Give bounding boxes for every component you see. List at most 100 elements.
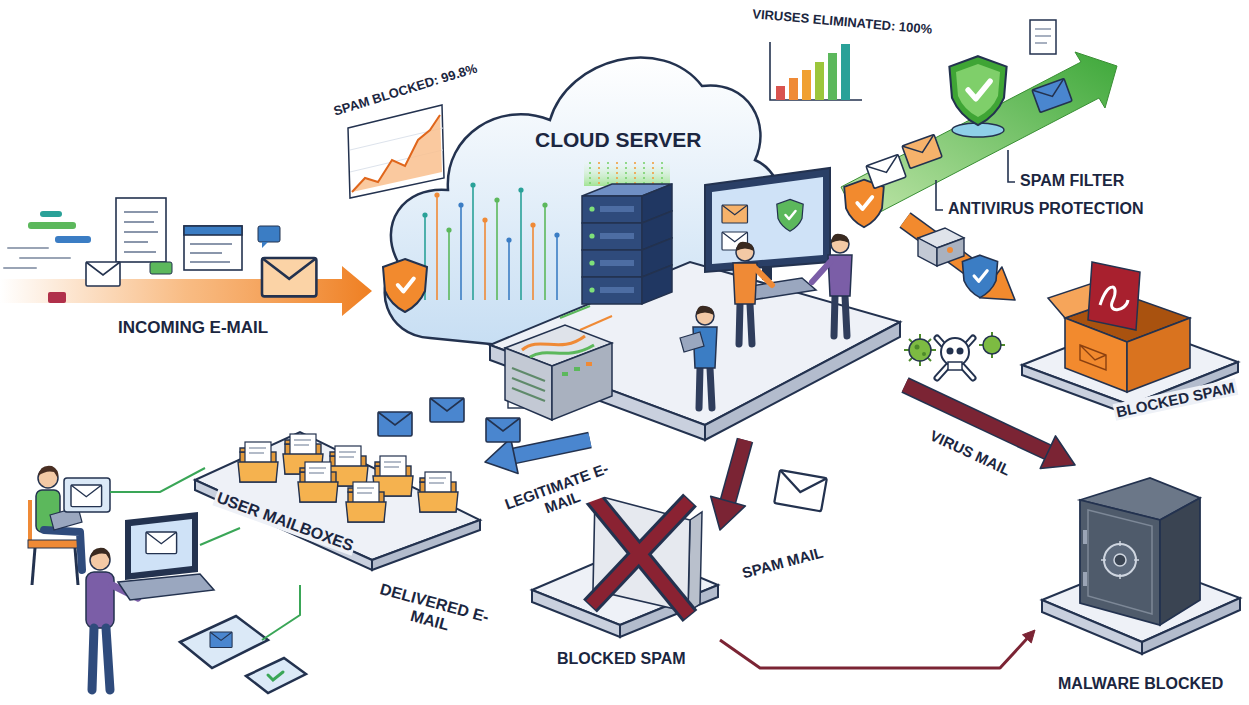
- cloud-server-art: [530, 222, 535, 227]
- malware-safe-art: [1083, 530, 1087, 544]
- filtered-mail: [866, 20, 1072, 189]
- edge-label: VIRUS MAIL: [925, 425, 1014, 479]
- callout-bracket: [1008, 150, 1015, 182]
- cloud-server-art: [828, 234, 852, 336]
- cloud-server-art: [520, 190, 522, 300]
- cloud-server-art: [693, 306, 717, 408]
- incoming-mail-items: [28, 222, 76, 229]
- orange-shield: [857, 197, 872, 209]
- flow-arrow: [905, 385, 1049, 453]
- virus-skull: [979, 332, 1005, 358]
- antivirus-device: [937, 238, 964, 266]
- user-mailboxes-art: [249, 447, 266, 448]
- flow-arrow: [728, 440, 745, 502]
- end-users: [38, 466, 58, 478]
- user-mailboxes-art: [249, 452, 264, 453]
- malware-safe: MALWARE BLOCKED: [1035, 465, 1245, 700]
- cloud-server-art: [642, 265, 672, 304]
- cloud-server-art: [600, 233, 634, 239]
- user-mailboxes-art: [346, 482, 386, 522]
- cloud-server-art: [496, 200, 498, 300]
- incoming-mail-items: [184, 226, 242, 235]
- virus-skull: [909, 339, 931, 361]
- cloud-server-art: [722, 205, 748, 223]
- callout-bracket: [936, 180, 943, 210]
- cloud-server-art: [582, 196, 642, 223]
- incoming-mail-items: [28, 198, 316, 303]
- user-mailboxes-art: [309, 472, 324, 473]
- cloud-server-art: [512, 388, 545, 401]
- user-mailboxes-art: [357, 492, 372, 493]
- cloud-server-art: [554, 232, 559, 237]
- blocked-spam-bin-art: [1080, 345, 1106, 370]
- cloud-server-art: [589, 206, 594, 211]
- user-mailboxes-art: [384, 461, 401, 462]
- end-users: [28, 540, 82, 548]
- blue-shield: [962, 255, 997, 297]
- blocked-spam-bin-art: [1127, 318, 1190, 392]
- user-mailboxes-art: [298, 482, 338, 502]
- user-mailboxes-art: [429, 482, 444, 483]
- cloud-server-art: [470, 182, 475, 187]
- cloud-server-art: [512, 368, 545, 401]
- cloud-server-art: [625, 162, 627, 184]
- cloud-server-art: [699, 368, 700, 408]
- end-users: [246, 658, 306, 693]
- cloud-server-art: [661, 162, 663, 184]
- cloud-server-art: [522, 336, 585, 350]
- virus-skull: [937, 338, 973, 378]
- virus-skull: [909, 339, 931, 361]
- malware-safe-art: [1119, 574, 1121, 579]
- cloud-server-art: [712, 177, 823, 264]
- virus-bar-chart: [841, 44, 850, 100]
- cloud-server-art: [812, 262, 830, 282]
- callout-label: ANTIVIRUS PROTECTION: [948, 200, 1144, 218]
- arrow-head: [1040, 436, 1075, 469]
- virus-skull: [909, 339, 931, 361]
- virus-skull: [948, 362, 962, 370]
- cloud-server-art: [482, 217, 487, 222]
- cloud-server-art: [508, 240, 510, 300]
- virus-skull: [937, 338, 973, 378]
- cloud-server-art: [398, 279, 414, 292]
- malware-safe-art: [1119, 541, 1121, 546]
- user-mailboxes: USER MAILBOXES: [190, 400, 485, 572]
- cloud-server-art: [544, 205, 546, 300]
- node-label: MALWARE BLOCKED: [1058, 675, 1223, 693]
- spam-envelope: [774, 470, 827, 511]
- cloud-server-art: [616, 162, 618, 184]
- cloud-server-art: [777, 199, 803, 231]
- malware-safe-art: [1104, 544, 1136, 576]
- cloud-server-art: [458, 202, 463, 207]
- malware-safe-art: [1101, 541, 1139, 579]
- blue-shield: [974, 271, 987, 281]
- cloud-server-art: [460, 205, 462, 300]
- legitimate-mail: [430, 398, 464, 422]
- virus-skull: [922, 352, 926, 356]
- end-users: [86, 572, 114, 628]
- incoming-mail-items: [48, 292, 66, 303]
- cloud-server-art: [582, 250, 642, 277]
- node-label: BLOCKED SPAM: [557, 650, 686, 668]
- user-mailboxes-art: [339, 451, 356, 452]
- cloud-server-art: [542, 202, 547, 207]
- filtered-mail: [1030, 20, 1056, 54]
- cloud-server-art: [705, 322, 900, 440]
- end-users: [71, 485, 102, 507]
- cloud-server-art: [589, 260, 594, 265]
- spam-filter-shield: [968, 81, 990, 99]
- filtered-mail: [1035, 29, 1051, 43]
- incoming-mail-items: [262, 242, 268, 248]
- malware-safe-art: [1083, 572, 1087, 586]
- cloud-server-art: [505, 348, 552, 420]
- chart-title: SPAM BLOCKED: 99.8%: [332, 61, 479, 119]
- user-mailboxes-art: [418, 492, 458, 512]
- cloud-server-art: [680, 332, 704, 352]
- cloud-server-art: [589, 233, 594, 238]
- flow-arrow: [513, 440, 590, 456]
- cloud-server-art: [733, 242, 757, 344]
- cloud-server-art: [436, 195, 438, 300]
- flow-arrow: [905, 220, 1015, 300]
- end-users: [262, 585, 300, 640]
- spam-filter-shield: [949, 56, 1006, 137]
